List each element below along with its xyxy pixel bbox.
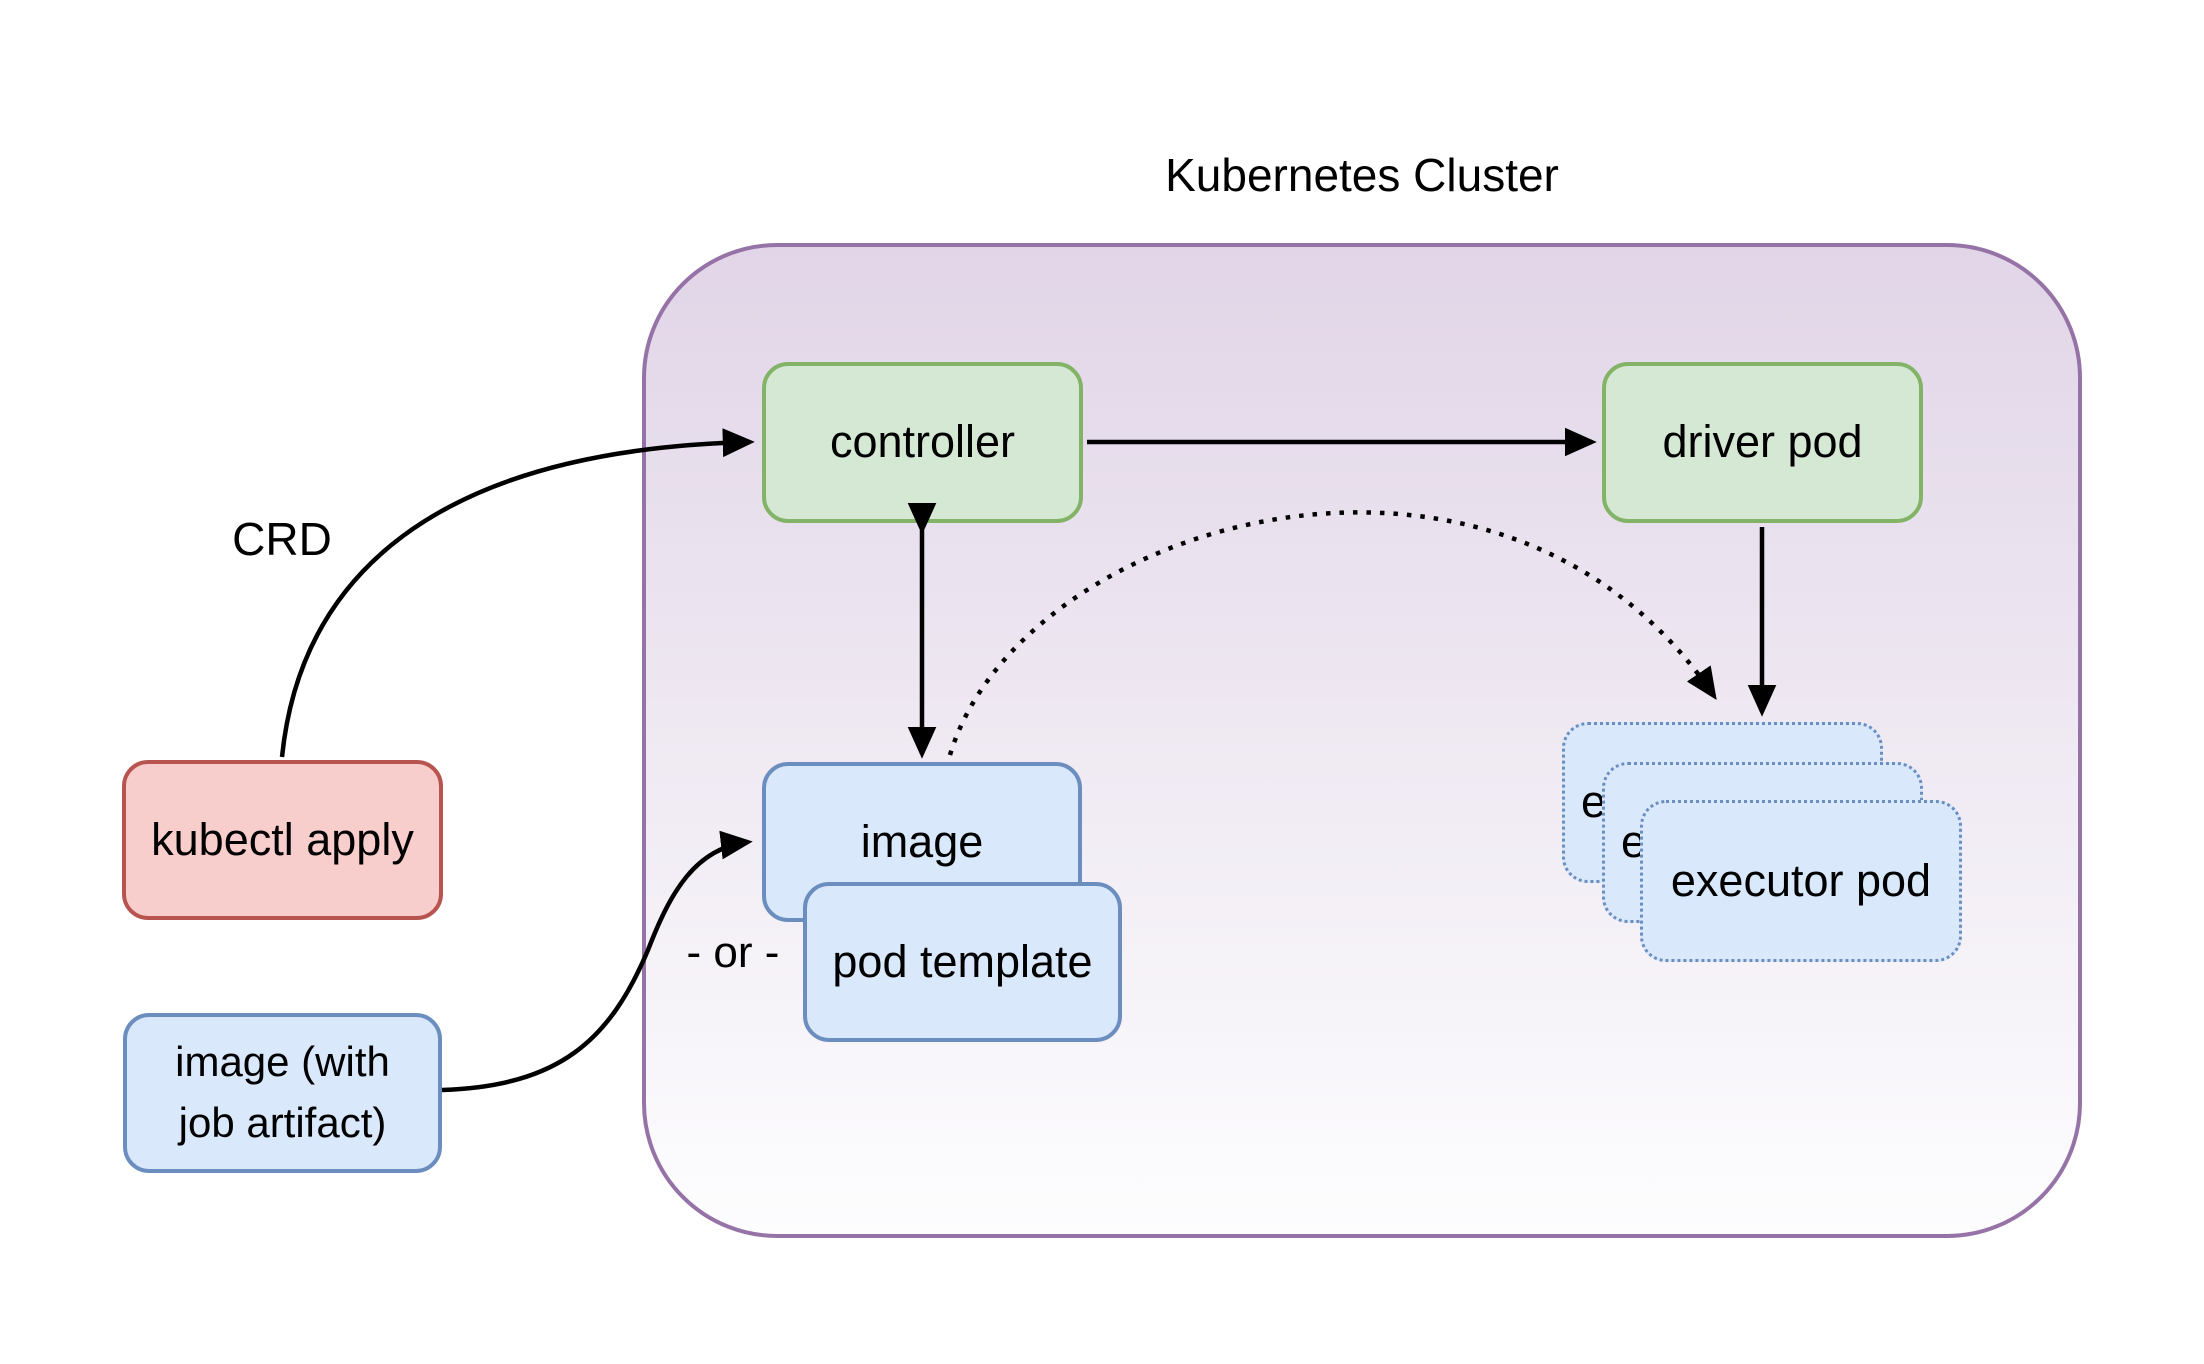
pod-template-node: pod template — [803, 882, 1122, 1042]
driver-pod-node: driver pod — [1602, 362, 1923, 523]
kubectl-apply-label: kubectl apply — [151, 813, 414, 865]
crd-label: CRD — [232, 513, 332, 565]
image-with-job-artifact-node: image (with job artifact) — [123, 1013, 442, 1173]
or-label: - or - — [686, 928, 780, 977]
driver-pod-label: driver pod — [1662, 416, 1863, 468]
image-label: image — [860, 815, 984, 867]
kubectl-apply-node: kubectl apply — [122, 760, 443, 920]
controller-node: controller — [762, 362, 1083, 523]
controller-label: controller — [829, 416, 1016, 468]
image-with-job-artifact-label: image (with job artifact) — [175, 1038, 390, 1146]
executor-pod-label: executor pod — [1670, 854, 1932, 906]
cluster-title: Kubernetes Cluster — [1165, 149, 1559, 201]
executor-pod-node-front: executor pod — [1640, 800, 1962, 962]
pod-template-label: pod template — [832, 935, 1093, 987]
